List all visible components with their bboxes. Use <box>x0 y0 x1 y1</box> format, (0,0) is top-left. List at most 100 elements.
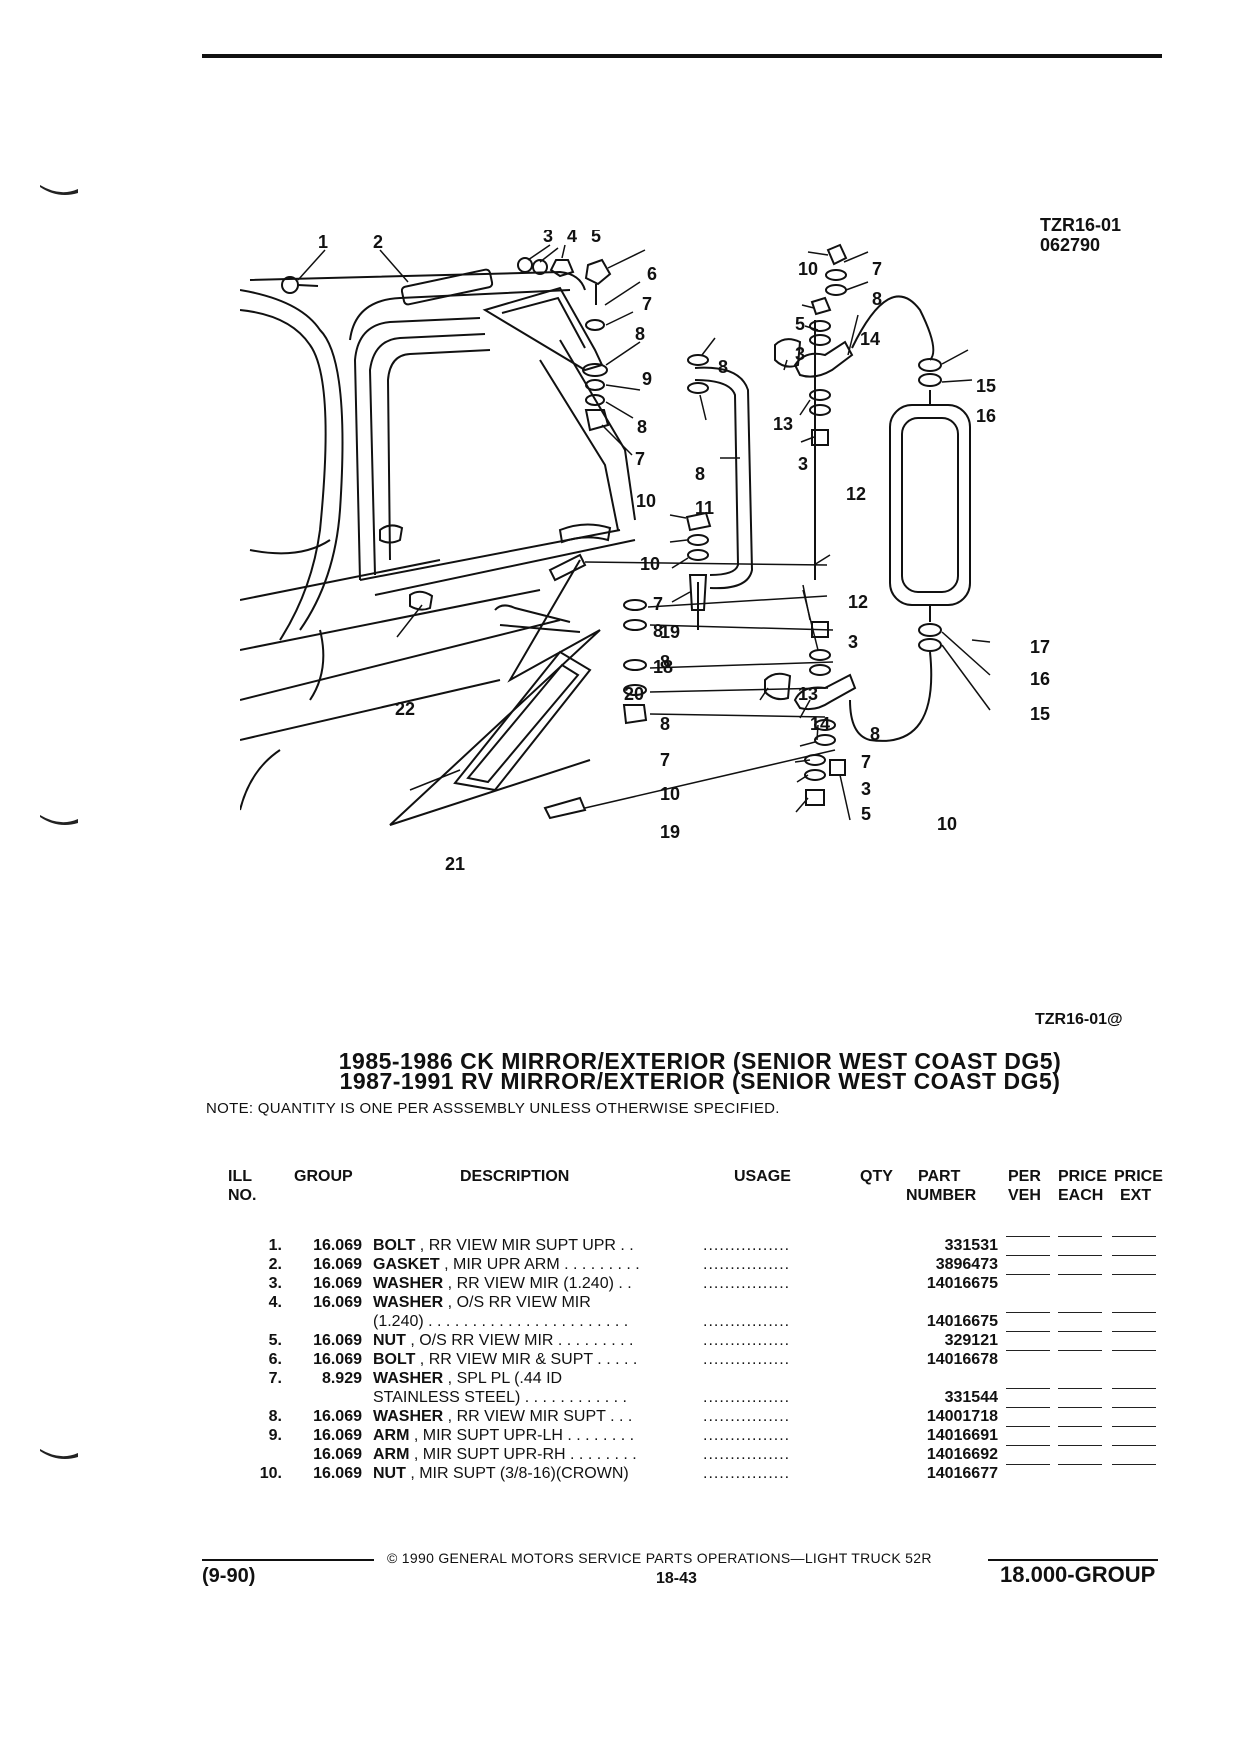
part-name: BOLT <box>373 1237 416 1254</box>
part-number: 14016675 <box>926 1313 998 1330</box>
upper-arm-parts <box>281 257 612 432</box>
description: BOLT , RR VIEW MIR SUPT UPR . . <box>373 1236 634 1255</box>
part-name: WASHER <box>373 1408 444 1425</box>
callout-leaders <box>297 244 991 821</box>
ill-no: 1. <box>268 1237 282 1254</box>
group-no: 16.069 <box>313 1256 362 1273</box>
callout-number: 8 <box>637 417 647 437</box>
callout-number: 20 <box>624 684 644 704</box>
price-ext-blank <box>1112 1350 1156 1351</box>
ill-no: 2. <box>268 1256 282 1273</box>
callout-number: 12 <box>846 484 866 504</box>
callout-number: 7 <box>642 294 652 314</box>
footer-rule-left <box>202 1559 374 1561</box>
callout-number: 9 <box>642 369 652 389</box>
usage: ................ <box>703 1446 791 1463</box>
callout-number: 10 <box>636 491 656 511</box>
callout-number: 10 <box>937 814 957 834</box>
callout-number: 7 <box>635 449 645 469</box>
part-desc: , MIR UPR ARM . . . . . . . . . <box>439 1256 640 1273</box>
price-each-blank <box>1058 1426 1102 1427</box>
header-ill-no: NO. <box>228 1187 257 1204</box>
callout-number: 13 <box>798 684 818 704</box>
price-ext-blank <box>1112 1255 1156 1256</box>
part-number: 14016691 <box>926 1427 998 1444</box>
callout-number: 5 <box>861 804 871 824</box>
callout-number: 7 <box>872 259 882 279</box>
usage: ................ <box>703 1313 791 1330</box>
ill-no: 6. <box>268 1351 282 1368</box>
usage: ................ <box>703 1256 791 1273</box>
part-desc: , O/S RR VIEW MIR . . . . . . . . . <box>405 1332 634 1349</box>
callout-number: 8 <box>870 724 880 744</box>
part-desc: , MIR SUPT UPR-RH . . . . . . . . <box>409 1446 637 1463</box>
usage: ................ <box>703 1389 791 1406</box>
description: WASHER , SPL PL (.44 ID <box>373 1369 562 1388</box>
callout-number: 8 <box>718 357 728 377</box>
ill-no: 5. <box>268 1332 282 1349</box>
part-desc: , MIR SUPT (3/8-16)(CROWN) <box>405 1465 629 1482</box>
price-ext-blank <box>1112 1464 1156 1465</box>
callout-number: 22 <box>395 699 415 719</box>
callout-number: 6 <box>647 264 657 284</box>
support-bar <box>685 354 754 630</box>
table-row: 5. 16.069 NUT , O/S RR VIEW MIR . . . . … <box>0 1331 1260 1350</box>
ill-no: 8. <box>268 1408 282 1425</box>
callout-number: 21 <box>445 854 465 874</box>
callout-number: 5 <box>591 230 601 246</box>
callout-number: 10 <box>660 784 680 804</box>
description: GASKET , MIR UPR ARM . . . . . . . . . <box>373 1255 640 1274</box>
price-each-blank <box>1058 1407 1102 1408</box>
header-price-ext: PRICE <box>1114 1168 1163 1185</box>
ill-no: 9. <box>268 1427 282 1444</box>
callout-numbers: 1 2 3 4 5 6 7 8 9 8 8 7 10 8 11 10 7 8 1… <box>318 230 1050 874</box>
header-per-veh: VEH <box>1008 1187 1041 1204</box>
part-desc: , RR VIEW MIR & SUPT . . . . . <box>415 1351 638 1368</box>
per-veh-blank <box>1006 1331 1050 1332</box>
price-each-blank <box>1058 1445 1102 1446</box>
group-no: 16.069 <box>313 1408 362 1425</box>
callout-number: 12 <box>848 592 868 612</box>
callout-number: 16 <box>1030 669 1050 689</box>
description: ARM , MIR SUPT UPR-RH . . . . . . . . <box>373 1445 637 1464</box>
description: WASHER , RR VIEW MIR (1.240) . . <box>373 1274 632 1293</box>
part-number: 3896473 <box>935 1256 998 1273</box>
per-veh-blank <box>1006 1236 1050 1237</box>
price-ext-blank <box>1112 1236 1156 1237</box>
part-name: WASHER <box>373 1370 444 1387</box>
part-desc: (1.240) . . . . . . . . . . . . . . . . … <box>373 1313 629 1330</box>
group-no: 16.069 <box>313 1332 362 1349</box>
price-ext-blank <box>1112 1388 1156 1389</box>
header-part: PART <box>918 1168 961 1185</box>
callout-number: 3 <box>848 632 858 652</box>
price-ext-blank <box>1112 1274 1156 1275</box>
callout-number: 2 <box>373 232 383 252</box>
figure-callout-ref: TZR16-01@ <box>1035 1011 1123 1028</box>
callout-number: 3 <box>861 779 871 799</box>
usage: ................ <box>703 1275 791 1292</box>
part-desc: , RR VIEW MIR (1.240) . . <box>443 1275 632 1292</box>
part-name: GASKET <box>373 1256 440 1273</box>
part-number: 331544 <box>944 1389 998 1406</box>
price-each-blank <box>1058 1388 1102 1389</box>
part-desc: , O/S RR VIEW MIR <box>443 1294 591 1311</box>
header-price-each-2: EACH <box>1058 1187 1104 1204</box>
callout-number: 7 <box>861 752 871 772</box>
per-veh-blank <box>1006 1445 1050 1446</box>
part-number: 331531 <box>944 1237 998 1254</box>
table-row: 10. 16.069 NUT , MIR SUPT (3/8-16)(CROWN… <box>0 1464 1260 1483</box>
table-row: 4. 16.069 WASHER , O/S RR VIEW MIR <box>0 1293 1260 1312</box>
part-number: 14016692 <box>926 1446 998 1463</box>
callout-number: 3 <box>798 454 808 474</box>
binder-hole-mark-icon <box>40 1449 78 1459</box>
per-veh-blank <box>1006 1388 1050 1389</box>
callout-number: 4 <box>567 230 577 246</box>
page-title-2: 1987-1991 RV MIRROR/EXTERIOR (SENIOR WES… <box>339 1068 1061 1094</box>
callout-number: 8 <box>872 289 882 309</box>
table-row: 2. 16.069 GASKET , MIR UPR ARM . . . . .… <box>0 1255 1260 1274</box>
page-number: 18-43 <box>656 1570 697 1587</box>
description: NUT , MIR SUPT (3/8-16)(CROWN) <box>373 1464 629 1483</box>
part-number: 14016675 <box>926 1275 998 1292</box>
revision-date: (9-90) <box>202 1565 256 1587</box>
per-veh-blank <box>1006 1312 1050 1313</box>
